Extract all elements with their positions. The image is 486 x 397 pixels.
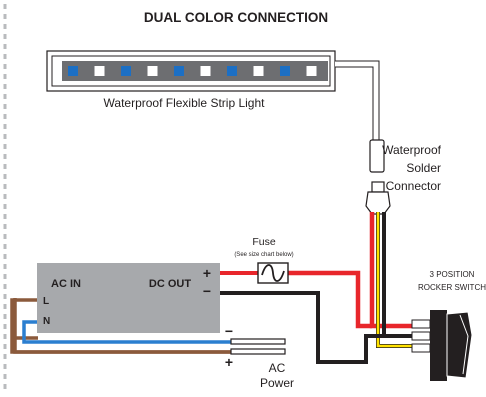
strip-light bbox=[46, 50, 336, 92]
switch-label-line1: 3 POSITION bbox=[430, 270, 475, 279]
driver-minus-terminal: − bbox=[203, 283, 211, 299]
led-chip bbox=[306, 66, 317, 76]
waterproof-connector bbox=[365, 139, 391, 215]
rocker-switch bbox=[411, 310, 473, 381]
led-chip bbox=[280, 66, 290, 76]
fuse bbox=[257, 262, 289, 284]
driver-body bbox=[37, 263, 220, 333]
led-row bbox=[68, 66, 317, 76]
black-negative-wire bbox=[218, 291, 384, 364]
driver-ac-in-label: AC IN bbox=[51, 278, 81, 290]
ac-plug bbox=[230, 338, 286, 355]
fuse-label: Fuse bbox=[252, 236, 276, 248]
switch-label-line2: ROCKER SWITCH bbox=[418, 283, 486, 292]
ac-plus-sign: + bbox=[225, 354, 233, 370]
fuse-symbol-icon bbox=[261, 264, 285, 282]
driver-dc-out-label: DC OUT bbox=[149, 278, 191, 290]
strip-cable bbox=[335, 60, 380, 140]
ac-minus-sign: − bbox=[225, 323, 233, 339]
led-chip bbox=[147, 66, 158, 76]
ac-power-label-line1: AC bbox=[269, 361, 286, 375]
led-chip bbox=[200, 66, 211, 76]
terminal-n-label: N bbox=[43, 316, 50, 327]
ac-wires bbox=[10, 298, 231, 354]
power-driver bbox=[37, 263, 220, 333]
strip-light-label: Waterproof Flexible Strip Light bbox=[104, 96, 266, 110]
led-chip bbox=[227, 66, 237, 76]
connector-label-line1: Waterproof bbox=[382, 143, 442, 157]
led-chip bbox=[253, 66, 264, 76]
led-chip bbox=[174, 66, 184, 76]
connector-label-line2: Solder bbox=[406, 161, 441, 175]
terminal-l-label: L bbox=[43, 296, 49, 307]
connector-label-line3: Connector bbox=[386, 179, 441, 193]
led-chip bbox=[94, 66, 105, 76]
fuse-note: (See size chart below) bbox=[234, 252, 293, 258]
red-positive-wire bbox=[218, 270, 372, 329]
led-chip bbox=[121, 66, 131, 76]
ac-power-label-line2: Power bbox=[260, 376, 294, 390]
driver-plus-terminal: + bbox=[203, 265, 211, 281]
diagram-title: DUAL COLOR CONNECTION bbox=[144, 10, 328, 25]
led-chip bbox=[68, 66, 78, 76]
